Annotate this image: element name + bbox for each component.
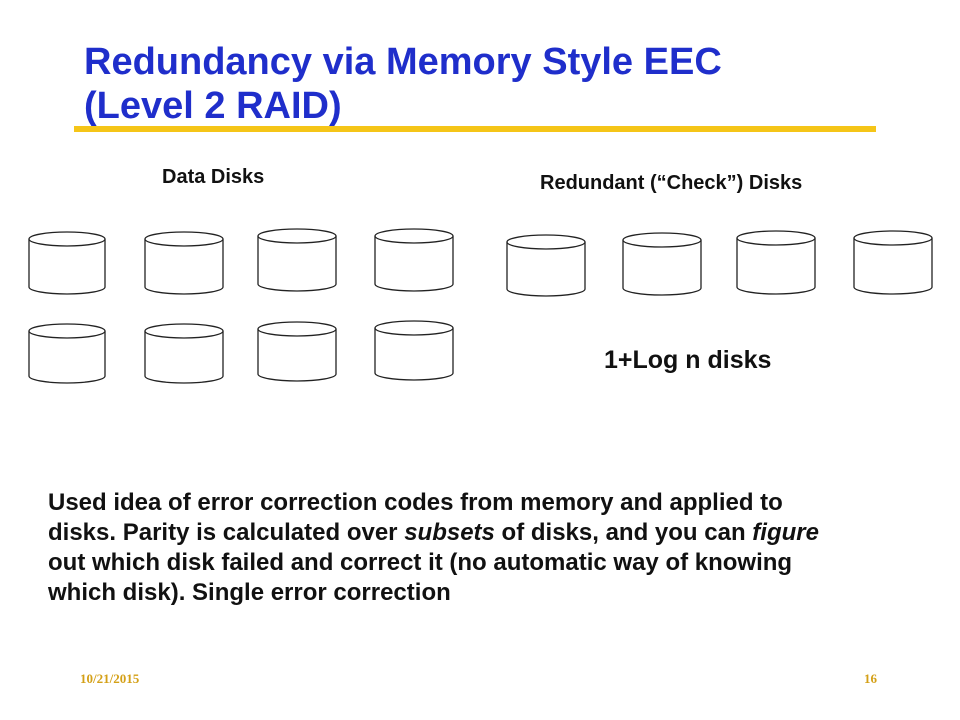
disk-cylinder-icon (374, 228, 454, 292)
disk-cylinder-icon (144, 231, 224, 295)
data-disks-label: Data Disks (162, 166, 265, 188)
body-text-part-1: Used idea of error correction codes from… (48, 489, 783, 546)
disk-cylinder-icon (736, 230, 816, 295)
disk-cylinder-icon (257, 228, 337, 292)
disk-cylinder-icon (28, 231, 106, 295)
log-disks-label: 1+Log n disks (604, 346, 772, 374)
page-number: 16 (864, 671, 877, 686)
disk-cylinder-icon (622, 232, 702, 296)
slide-title-line-2: (Level 2 RAID) (84, 85, 342, 127)
body-text-part-3: out which disk failed and correct it (no… (48, 549, 793, 606)
disk-cylinder-icon (506, 234, 586, 297)
slide-title: Redundancy via Memory Style EEC (Level 2… (84, 40, 884, 128)
body-paragraph: Used idea of error correction codes from… (48, 488, 828, 608)
disk-cylinder-icon (28, 323, 106, 384)
check-disks-label: Redundant (“Check”) Disks (540, 172, 803, 194)
disk-cylinder-icon (374, 320, 454, 381)
body-text-part-2: of disks, and you can (494, 519, 753, 546)
footer-date: 10/21/2015 (80, 671, 140, 686)
title-underline (74, 126, 876, 132)
body-emphasis-subsets: subsets (404, 519, 495, 546)
body-emphasis-figure: figure (752, 519, 819, 546)
disk-cylinder-icon (257, 321, 337, 382)
disk-cylinder-icon (144, 323, 224, 384)
disk-cylinder-icon (853, 230, 933, 295)
slide-title-line-1: Redundancy via Memory Style EEC (84, 41, 722, 83)
